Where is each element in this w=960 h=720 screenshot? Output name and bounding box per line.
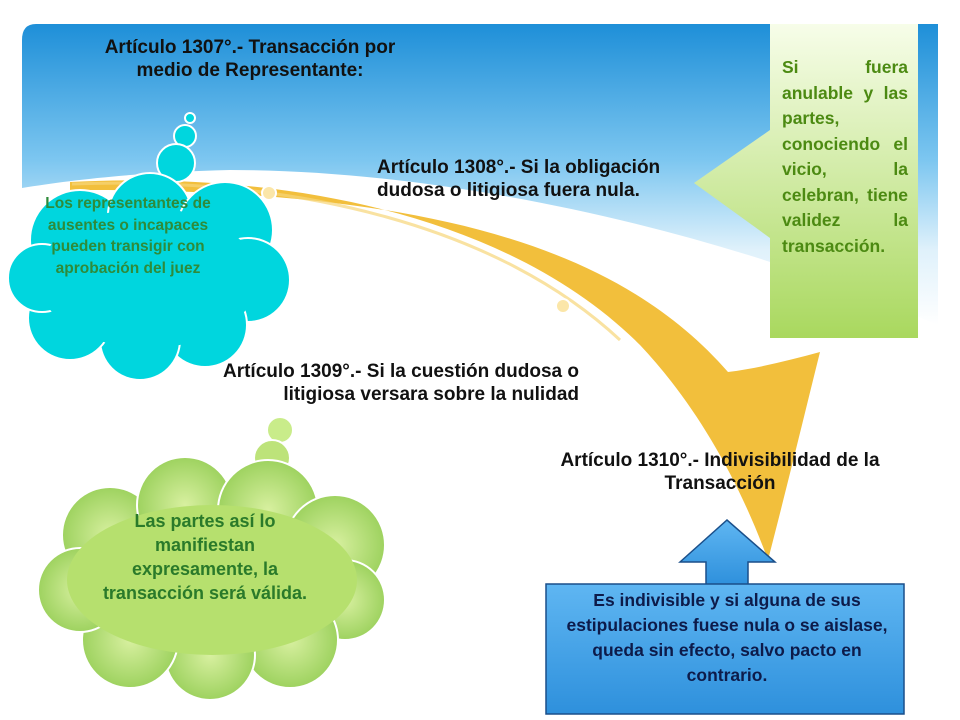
up-arrow bbox=[678, 518, 777, 586]
timeline-dot-1309 bbox=[555, 298, 571, 314]
article-1308-title: Artículo 1308°.- Si la obligación dudosa… bbox=[377, 157, 661, 201]
article-1310-title: Artículo 1310°.- Indivisibilidad de la T… bbox=[560, 450, 880, 494]
callout-box bbox=[694, 24, 918, 338]
article-1307-title: Artículo 1307°.- Transacción por medio d… bbox=[104, 37, 396, 81]
blue-box bbox=[545, 583, 905, 715]
sky-panel bbox=[22, 24, 938, 325]
parties-note: Las partes así lo manifiestan expresamen… bbox=[102, 511, 308, 603]
cyan-bubble-small bbox=[184, 112, 196, 124]
indivisible-note: Es indivisible y si alguna de sus estipu… bbox=[566, 590, 888, 685]
curved-arrow bbox=[70, 180, 820, 560]
annulable-note: Si fuera anulable y las partes, conocien… bbox=[782, 57, 908, 256]
article-1309-title: Artículo 1309°.- Si la cuestión dudosa o… bbox=[222, 361, 579, 405]
timeline-dot-1308 bbox=[261, 185, 277, 201]
representatives-note: Los representantes de ausentes o incapac… bbox=[45, 195, 211, 277]
